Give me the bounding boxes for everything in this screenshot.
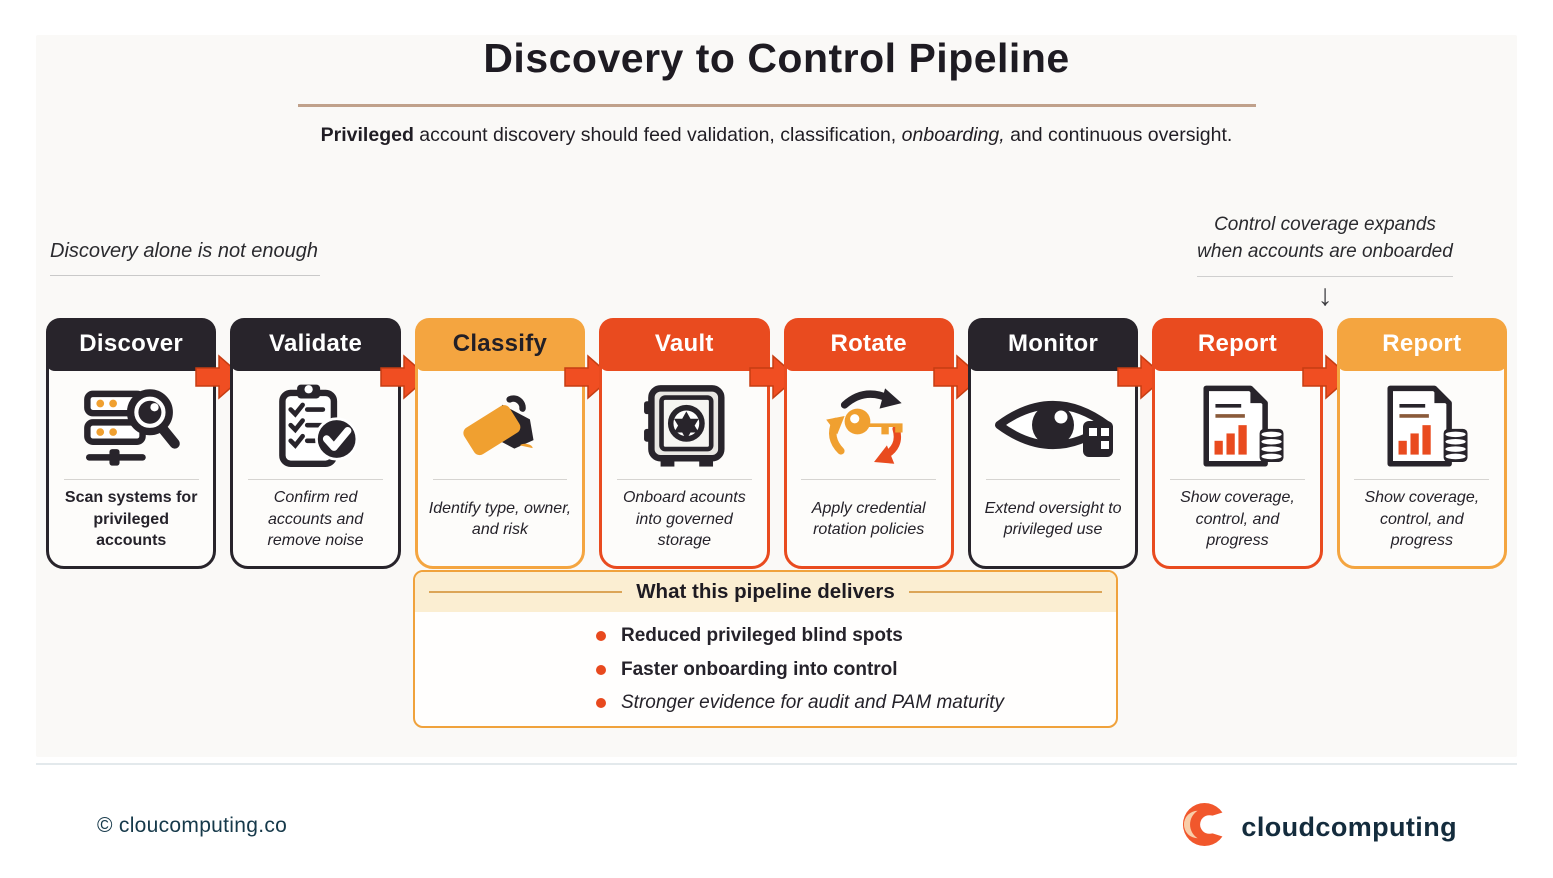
left-annotation: Discovery alone is not enough: [50, 240, 320, 276]
footer: © cloucomputing.co cloudcomputing: [0, 795, 1553, 865]
stage-description: Show coverage, control, and progress: [1364, 489, 1480, 550]
stage-divider: [1170, 479, 1305, 480]
pipeline-stage: Vault Onboard acounts into governed stor…: [599, 318, 798, 569]
down-arrow-icon: ↓: [1317, 278, 1333, 312]
subtitle-italic: onboarding,: [901, 124, 1005, 146]
delivers-callout: What this pipeline delivers Reduced priv…: [413, 570, 1118, 728]
stage-icon: [49, 371, 213, 475]
bullet-text: Reduced privileged blind spots: [621, 625, 903, 646]
stage-divider: [616, 479, 752, 480]
pipeline-stage: Monitor Extend oversight to privileged u…: [967, 318, 1167, 569]
callout-title: What this pipeline delivers: [636, 580, 895, 603]
brand-c-logo-icon: [1181, 801, 1229, 853]
stage-icon: [971, 371, 1135, 475]
stage-title: Rotate: [783, 318, 954, 371]
right-annotation: Control coverage expands when accounts a…: [1195, 212, 1455, 311]
callout-bullet: Stronger evidence for audit and PAM matu…: [596, 692, 1096, 714]
stage-title: Vault: [599, 318, 770, 371]
copyright: © cloucomputing.co: [97, 814, 288, 837]
callout-flank-line: [429, 591, 623, 593]
stage-title: Report: [1152, 318, 1323, 371]
callout-bullet: Faster onboarding into control: [596, 659, 1096, 681]
pipeline-stage: Validate Confirm red accounts and remove…: [230, 318, 429, 569]
subtitle-mid: account discovery should feed validation…: [413, 124, 902, 146]
subtitle-bold: Privileged: [320, 124, 414, 146]
stage-divider: [63, 479, 199, 480]
callout-bullet-list: Reduced privileged blind spots Faster on…: [415, 612, 1116, 714]
stage-divider: [1354, 479, 1490, 480]
bullet-dot-icon: [596, 664, 606, 675]
stage-title: Report: [1336, 318, 1507, 371]
callout-bullet: Reduced privileged blind spots: [596, 625, 1096, 647]
pipeline-stage: Report Show coverage, control, and progr…: [1336, 318, 1507, 569]
subtitle-tail: and continuous oversight.: [1004, 124, 1233, 146]
bullet-text: Stronger evidence for audit and PAM matu…: [621, 692, 1005, 713]
stage-icon: [1155, 371, 1319, 475]
page-title: Discovery to Control Pipeline: [483, 35, 1070, 81]
callout-header: What this pipeline delivers: [415, 572, 1116, 612]
pipeline-row: Discover Scan systems for privileged acc…: [46, 318, 1507, 569]
stage-divider: [248, 479, 383, 480]
stage-title: Validate: [230, 318, 401, 371]
pipeline-stage: Classify Identify type, owner, and risk: [414, 318, 614, 569]
bullet-dot-icon: [596, 631, 606, 641]
callout-flank-line: [908, 591, 1102, 593]
bullet-text: Faster onboarding into control: [621, 658, 898, 680]
stage-title: Monitor: [967, 318, 1139, 371]
left-annotation-text: Discovery alone is not enough: [50, 240, 320, 276]
stage-description: Identify type, owner, and risk: [428, 499, 572, 539]
brand-name: cloudcomputing: [1241, 811, 1457, 842]
stage-icon: [787, 371, 951, 475]
stage-description: Show coverage, control, and progress: [1180, 489, 1295, 550]
stage-icon: [602, 371, 766, 475]
bullet-dot-icon: [596, 698, 606, 708]
stage-description: Extend oversight to privileged use: [984, 499, 1122, 539]
stage-title: Classify: [414, 318, 586, 371]
right-annotation-text: Control coverage expands when accounts a…: [1197, 212, 1453, 277]
stage-icon: [233, 371, 397, 475]
title-divider: [297, 104, 1256, 107]
pipeline-stage: Report Show coverage, control, and progr…: [1152, 318, 1351, 569]
stage-icon: [1340, 371, 1504, 475]
subtitle: Privileged account discovery should feed…: [0, 124, 1553, 147]
footer-divider: [36, 763, 1517, 765]
stage-description: Scan systems for privileged accounts: [64, 489, 198, 550]
stage-title: Discover: [46, 318, 217, 371]
brand-lockup: cloudcomputing: [1181, 801, 1457, 853]
pipeline-stage: Discover Scan systems for privileged acc…: [46, 318, 245, 569]
stage-divider: [432, 479, 568, 480]
stage-description: Apply credential rotation policies: [811, 499, 926, 539]
stage-divider: [985, 479, 1121, 480]
stage-description: Onboard acounts into governed storage: [622, 489, 746, 550]
stage-description: Confirm red accounts and remove noise: [267, 489, 364, 550]
stage-divider: [801, 479, 937, 480]
header: Discovery to Control Pipeline Privileged…: [0, 35, 1553, 147]
pipeline-stage: Rotate Apply credential rotation policie…: [783, 318, 983, 569]
stage-icon: [418, 371, 582, 475]
